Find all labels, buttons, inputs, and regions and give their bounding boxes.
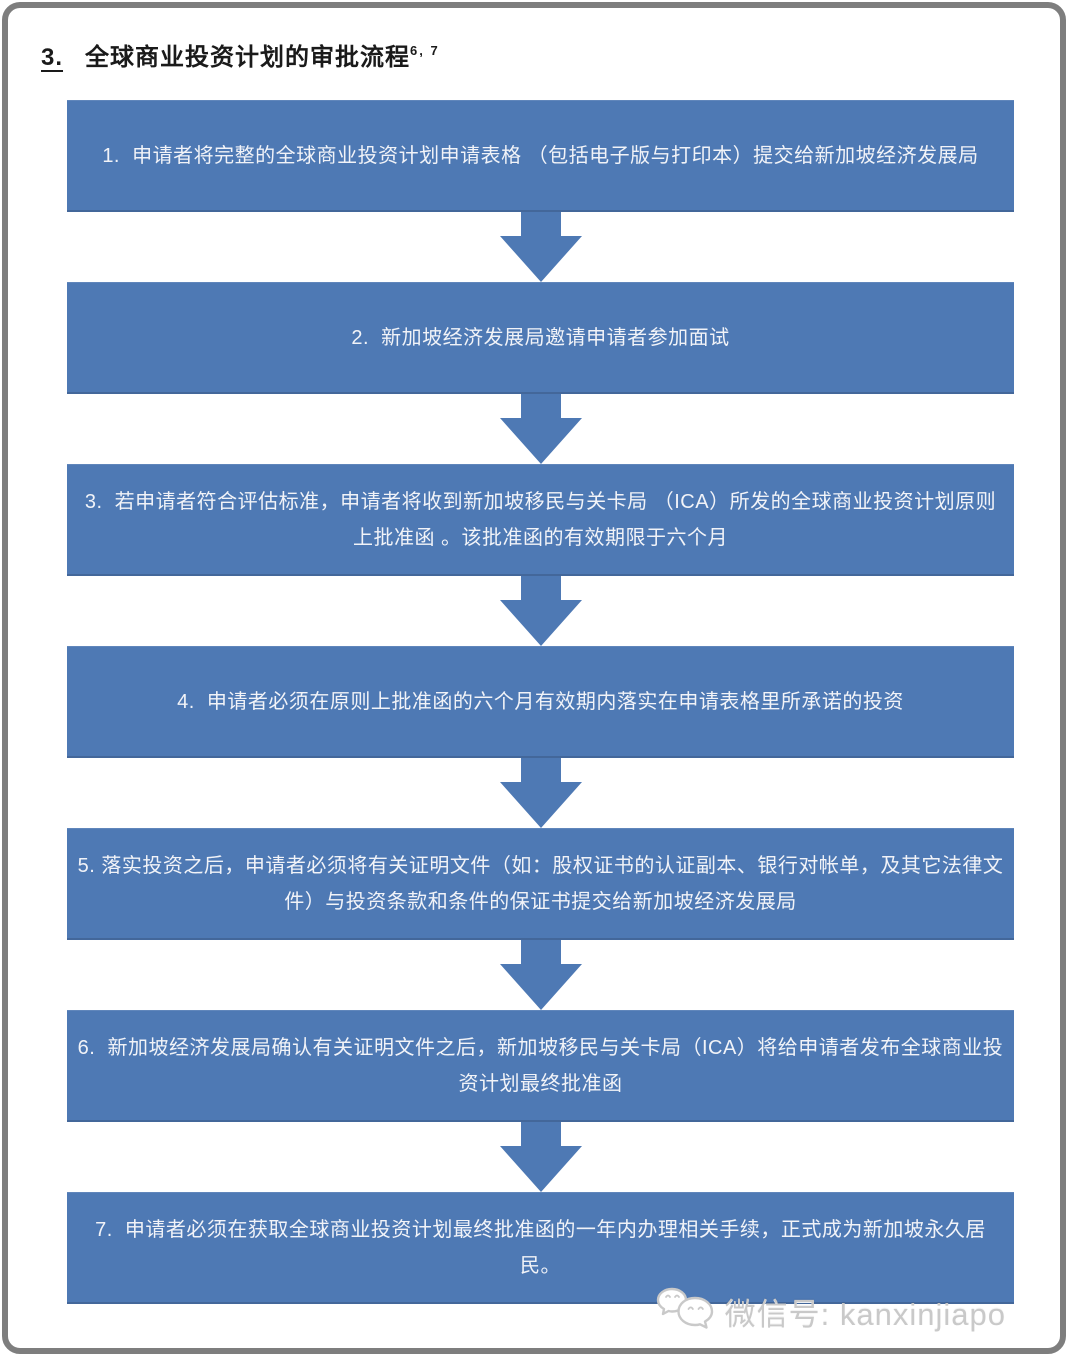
watermark-text: 微信号: kanxinjiapo: [724, 1296, 1006, 1332]
flowchart: 1. 申请者将完整的全球商业投资计划申请表格 （包括电子版与打印本）提交给新加坡…: [67, 100, 1014, 1304]
wechat-icon: [656, 1287, 713, 1329]
flow-connector: [67, 394, 1014, 464]
flow-step-box: 2. 新加坡经济发展局邀请申请者参加面试: [67, 282, 1014, 394]
flow-step-text: 2. 新加坡经济发展局邀请申请者参加面试: [351, 327, 730, 349]
title-text: 全球商业投资计划的审批流程: [85, 44, 411, 71]
flow-step-text: 1. 申请者将完整的全球商业投资计划申请表格 （包括电子版与打印本）提交给新加坡…: [102, 145, 979, 167]
flow-step-text: 6. 新加坡经济发展局确认有关证明文件之后，新加坡移民与关卡局（ICA）将给申请…: [77, 1037, 1004, 1095]
flow-connector: [67, 758, 1014, 828]
page-title: 3. 全球商业投资计划的审批流程6, 7: [8, 8, 1060, 75]
down-arrow-icon: [499, 940, 582, 1010]
flow-step-text: 5. 落实投资之后，申请者必须将有关证明文件（如：股权证书的认证副本、银行对帐单…: [77, 855, 1004, 913]
flow-step-box: 1. 申请者将完整的全球商业投资计划申请表格 （包括电子版与打印本）提交给新加坡…: [67, 100, 1014, 212]
flow-step-box: 5. 落实投资之后，申请者必须将有关证明文件（如：股权证书的认证副本、银行对帐单…: [67, 828, 1014, 940]
flow-step-box: 6. 新加坡经济发展局确认有关证明文件之后，新加坡移民与关卡局（ICA）将给申请…: [67, 1010, 1014, 1122]
down-arrow-icon: [499, 1122, 582, 1192]
flow-connector: [67, 1122, 1014, 1192]
title-number: 3.: [41, 44, 64, 71]
down-arrow-icon: [499, 576, 582, 646]
down-arrow-icon: [499, 212, 582, 282]
flow-step-box: 3. 若申请者符合评估标准，申请者将收到新加坡移民与关卡局 （ICA）所发的全球…: [67, 464, 1014, 576]
title-footnote-refs: 6, 7: [410, 43, 440, 58]
flow-step-text: 4. 申请者必须在原则上批准函的六个月有效期内落实在申请表格里所承诺的投资: [177, 691, 904, 713]
flow-step-text: 3. 若申请者符合评估标准，申请者将收到新加坡移民与关卡局 （ICA）所发的全球…: [84, 491, 997, 549]
flow-step-box: 7. 申请者必须在获取全球商业投资计划最终批准函的一年内办理相关手续，正式成为新…: [67, 1192, 1014, 1304]
down-arrow-icon: [499, 758, 582, 828]
flow-step-text: 7. 申请者必须在获取全球商业投资计划最终批准函的一年内办理相关手续，正式成为新…: [95, 1219, 986, 1277]
flow-connector: [67, 212, 1014, 282]
down-arrow-icon: [499, 394, 582, 464]
flow-step-box: 4. 申请者必须在原则上批准函的六个月有效期内落实在申请表格里所承诺的投资: [67, 646, 1014, 758]
watermark: 微信号: kanxinjiapo: [655, 1286, 1006, 1336]
flow-connector: [67, 576, 1014, 646]
flow-connector: [67, 940, 1014, 1010]
